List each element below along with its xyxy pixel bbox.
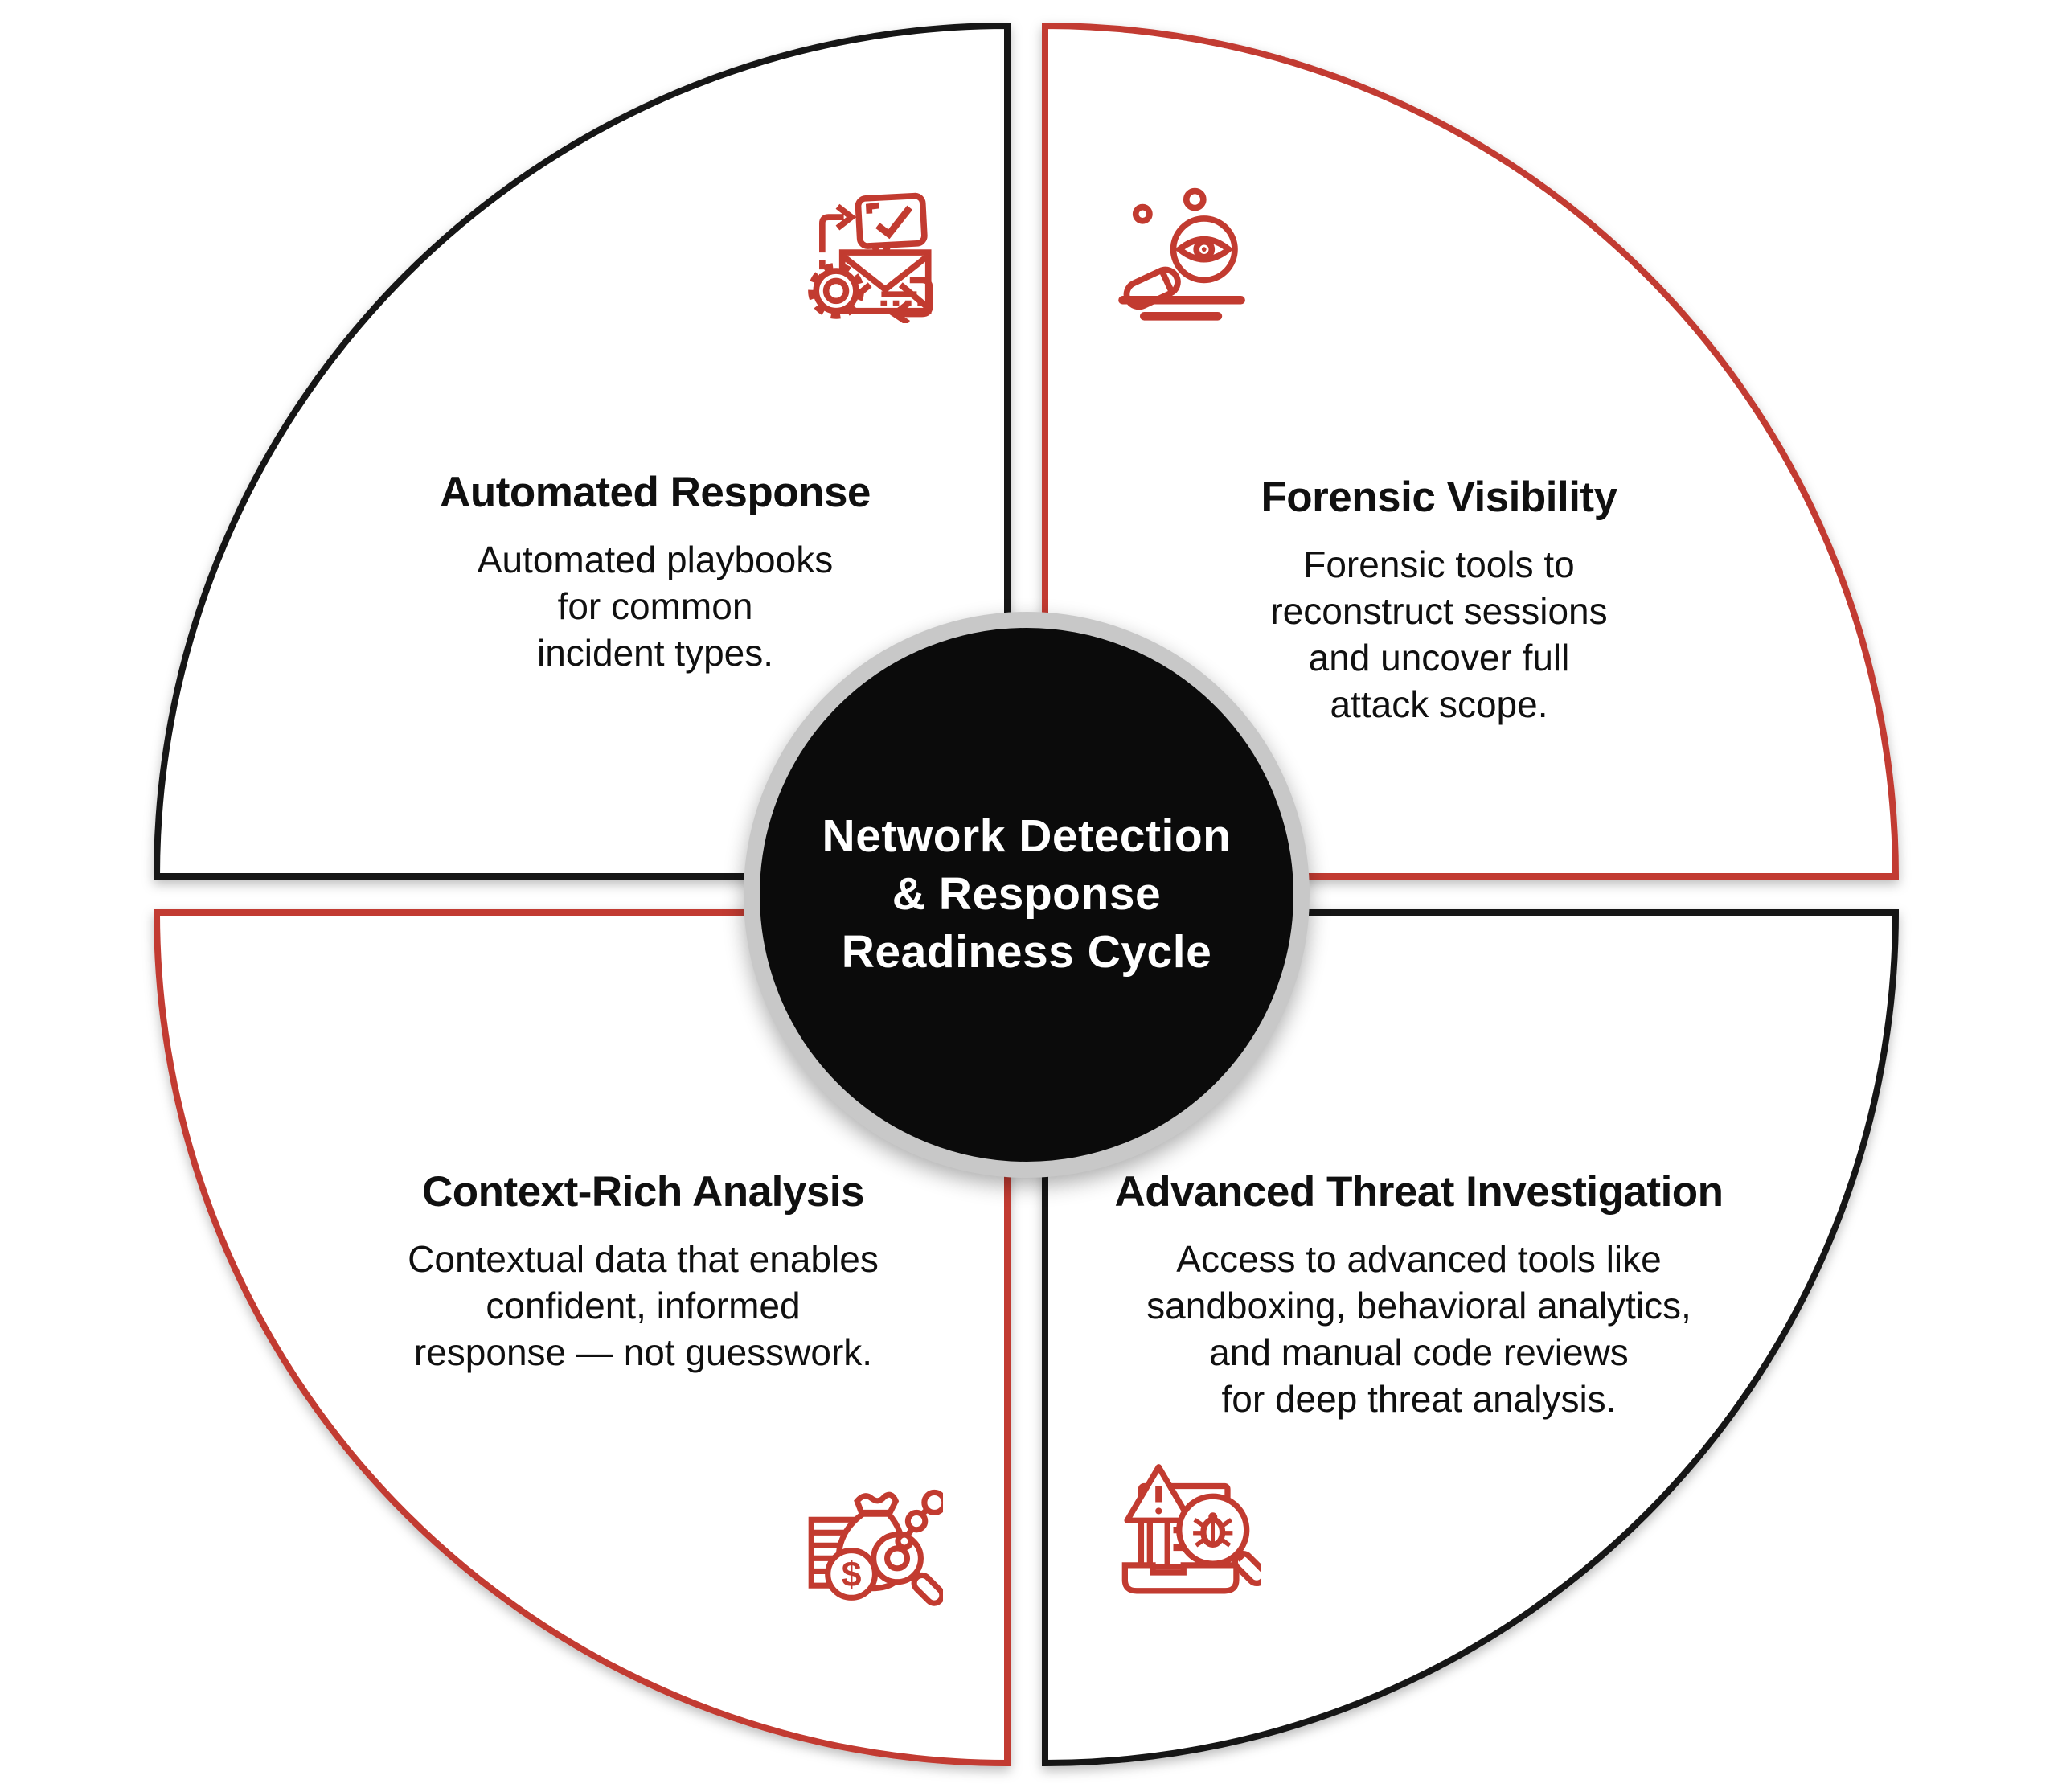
- quadrant-title: Forensic Visibility: [1261, 474, 1617, 521]
- quadrant-title: Automated Response: [440, 469, 871, 516]
- quadrant-body-line: confident, informed: [486, 1285, 801, 1327]
- quadrant-body-line: Automated playbooks: [477, 539, 834, 580]
- quadrant-title: Context-Rich Analysis: [421, 1168, 865, 1216]
- quadrant-text-context-rich-analysis: Context-Rich Analysis Contextual data th…: [322, 1167, 965, 1376]
- quadrant-outline-automated-response: [153, 22, 1011, 880]
- quadrant-text-automated-response: Automated Response Automated playbooks f…: [378, 468, 933, 676]
- quadrant-body-line: response — not guesswork.: [413, 1331, 873, 1373]
- quadrant-body-line: sandboxing, behavioral analytics,: [1146, 1285, 1691, 1327]
- quadrant-body-line: Forensic tools to: [1303, 543, 1575, 585]
- forensic-magnifier-eye-icon: [1113, 183, 1252, 322]
- automation-envelope-gear-icon: [802, 185, 941, 323]
- quadrant-outline-forensic-visibility: [1042, 22, 1900, 880]
- quadrant-title: Advanced Threat Investigation: [1114, 1168, 1724, 1216]
- quadrant-outline-context-rich-analysis: [153, 909, 1011, 1767]
- quadrant-body-line: reconstruct sessions: [1270, 590, 1608, 632]
- data-analysis-magnifier-icon: $: [800, 1470, 943, 1613]
- center-title-circle: Network Detection & Response Readiness C…: [744, 612, 1310, 1178]
- svg-text:$: $: [842, 1555, 862, 1594]
- quadrant-text-advanced-threat-investigation: Advanced Threat Investigation Access to …: [1077, 1167, 1761, 1422]
- quadrant-text-forensic-visibility: Forensic Visibility Forensic tools to re…: [1166, 473, 1712, 728]
- threat-bug-magnifier-icon: [1103, 1457, 1261, 1603]
- quadrant-body-line: incident types.: [536, 632, 774, 674]
- quadrant-body-line: Access to advanced tools like: [1176, 1238, 1662, 1280]
- center-title-line: Readiness Cycle: [841, 925, 1212, 978]
- quadrant-body-line: and uncover full: [1308, 637, 1570, 679]
- center-title-line: & Response: [892, 868, 1162, 921]
- quadrant-body-line: Contextual data that enables: [408, 1238, 879, 1280]
- quadrant-body-line: and manual code reviews: [1209, 1331, 1629, 1373]
- quadrant-outline-advanced-threat-investigation: [1042, 909, 1900, 1767]
- quadrant-body-line: attack scope.: [1330, 683, 1548, 725]
- quadrant-body-line: for common: [557, 585, 753, 627]
- center-title-line: Network Detection: [822, 810, 1232, 863]
- quadrant-body-line: for deep threat analysis.: [1221, 1378, 1617, 1420]
